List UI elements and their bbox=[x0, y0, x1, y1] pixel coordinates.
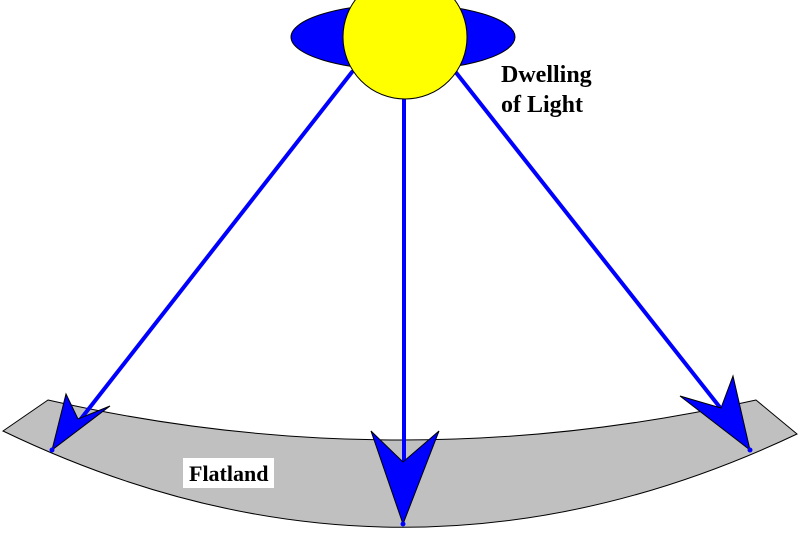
dwelling-label-line1: Dwelling bbox=[501, 62, 592, 88]
flatland-label: Flatland bbox=[183, 458, 275, 488]
ray-left bbox=[78, 70, 354, 422]
arrowhead-center bbox=[370, 430, 440, 526]
ray-right bbox=[452, 68, 724, 412]
arrow-tip-right bbox=[747, 447, 753, 453]
arrow-tip-center bbox=[400, 521, 406, 527]
light-source-sun bbox=[342, 0, 468, 100]
arrowhead-right bbox=[679, 374, 751, 452]
arrow-tip-left bbox=[49, 447, 55, 453]
dwelling-label-line2: of Light bbox=[501, 92, 584, 118]
dwelling-of-light-label: Dwelling of Light bbox=[501, 60, 592, 120]
arrowhead-left bbox=[51, 392, 111, 452]
